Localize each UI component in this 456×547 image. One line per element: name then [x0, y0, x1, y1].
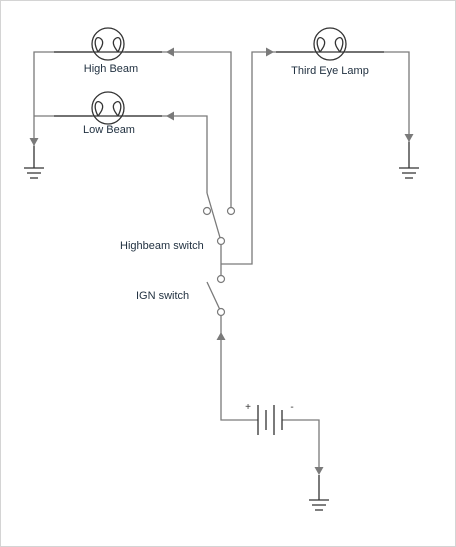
battery-minus-label: - [290, 402, 293, 413]
high-beam-lamp [54, 27, 162, 61]
arrow-ground-left [29, 138, 39, 146]
highbeam-switch-blade [206, 192, 222, 242]
ground-left [24, 146, 44, 179]
battery-plus-label: + [245, 402, 251, 413]
wire-battery-ground [282, 419, 320, 473]
arrow-third-eye-wire [266, 47, 274, 57]
ground-right [399, 142, 419, 179]
wire-third-eye [221, 51, 313, 265]
third-eye-lamp [276, 27, 384, 61]
ground-bottom [309, 475, 329, 511]
arrow-ign-supply [216, 332, 226, 340]
low-beam-lamp [54, 91, 162, 125]
wire-ign-battery [220, 316, 258, 421]
third-eye-lamp-label: Third Eye Lamp [291, 65, 369, 77]
highbeam-switch-pivot [216, 236, 226, 246]
arrow-ground-bottom [314, 467, 324, 475]
arrow-ground-right [404, 134, 414, 142]
ign-switch-contact-top [216, 274, 226, 284]
arrow-high-beam-wire [166, 47, 174, 57]
arrow-low-beam-wire [166, 111, 174, 121]
highbeam-switch-label: Highbeam switch [120, 240, 204, 252]
ign-switch-blade [206, 281, 222, 313]
wire-low-beam [125, 115, 208, 193]
ign-switch-contact-bottom [216, 307, 226, 317]
wire-high-beam [125, 51, 232, 207]
highbeam-switch-contact-high [226, 206, 236, 216]
highbeam-switch-contact-low [202, 206, 212, 216]
low-beam-label: Low Beam [83, 124, 135, 136]
battery [257, 405, 283, 435]
ign-switch-label: IGN switch [136, 290, 189, 302]
high-beam-label: High Beam [84, 63, 138, 75]
